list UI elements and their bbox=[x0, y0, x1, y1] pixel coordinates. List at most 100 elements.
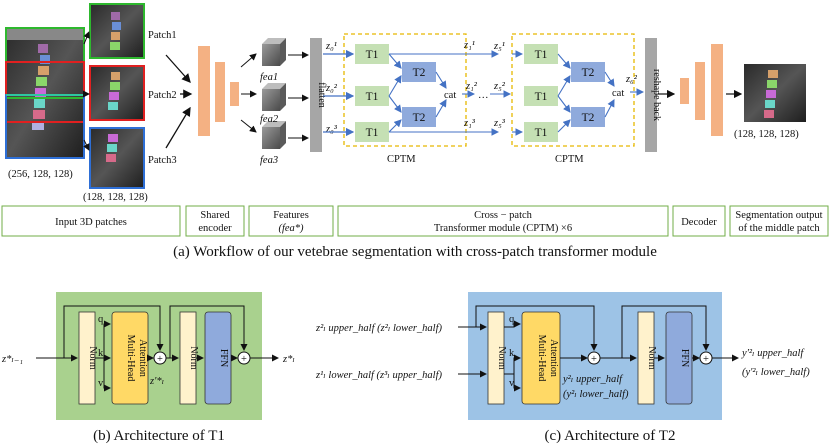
t2-input-top-label: z²ₗ upper_half (z²ₗ lower_half) bbox=[315, 323, 443, 334]
svg-text:Features: Features bbox=[273, 210, 309, 221]
svg-text:T2: T2 bbox=[413, 67, 426, 79]
cptm2-t1-a: T1 bbox=[524, 44, 558, 64]
z5-1-label: z₅¹ bbox=[493, 41, 505, 52]
t1-add-1: + bbox=[153, 351, 167, 365]
output-image bbox=[744, 64, 806, 122]
svg-text:Norm: Norm bbox=[496, 346, 507, 370]
cptm1-t2-a: T2 bbox=[402, 62, 436, 82]
svg-text:of the middle patch: of the middle patch bbox=[738, 223, 820, 234]
feature-cube-1 bbox=[262, 38, 286, 66]
stage-box-decoder: Decoder bbox=[672, 205, 726, 237]
t1-v-label: v bbox=[98, 378, 104, 389]
stage-box-segout: Segmentation output of the middle patch bbox=[729, 205, 829, 237]
patch-size-label: (128, 128, 128) bbox=[83, 192, 148, 203]
svg-text:Attention: Attention bbox=[137, 339, 148, 377]
cptm2-t2-b: T2 bbox=[571, 107, 605, 127]
stage-box-features: Features (fea*) bbox=[248, 205, 334, 237]
svg-text:T1: T1 bbox=[366, 49, 379, 61]
feature-label-2: fea2 bbox=[260, 114, 279, 125]
reshape-label: reshape back bbox=[651, 69, 662, 121]
svg-text:FFN: FFN bbox=[218, 349, 229, 367]
svg-text:Input 3D patches: Input 3D patches bbox=[55, 217, 127, 228]
cptm1-t2-b: T2 bbox=[402, 107, 436, 127]
cptm2-t1-c: T1 bbox=[524, 122, 558, 142]
feature-label-1: fea1 bbox=[260, 72, 278, 83]
t2-ffn: FFN bbox=[665, 311, 693, 405]
spine-input bbox=[32, 44, 50, 130]
patch2-label: Patch2 bbox=[148, 90, 177, 101]
feature-cube-3 bbox=[262, 121, 286, 149]
z1-2-label: z₁² bbox=[465, 81, 478, 92]
cptm1-t1-b: T1 bbox=[355, 86, 389, 106]
svg-text:T1: T1 bbox=[366, 127, 379, 139]
svg-text:T2: T2 bbox=[413, 112, 426, 124]
t2-k-label: k bbox=[509, 348, 515, 359]
cptm-1-frame bbox=[343, 33, 467, 147]
t1-input-label: z*ₗ₋₁ bbox=[1, 354, 23, 365]
patch2-image bbox=[89, 65, 145, 121]
t1-q-label: q bbox=[98, 314, 104, 325]
z0-2-label: z₀² bbox=[325, 83, 338, 94]
svg-text:Cross − patch: Cross − patch bbox=[474, 210, 533, 221]
stage-box-input: Input 3D patches bbox=[1, 205, 181, 237]
svg-text:Decoder: Decoder bbox=[681, 217, 717, 228]
svg-text:T2: T2 bbox=[582, 67, 595, 79]
shared-encoder bbox=[198, 46, 239, 136]
feature-cube-2 bbox=[262, 83, 286, 111]
svg-text:(fea*): (fea*) bbox=[278, 223, 304, 234]
svg-text:+: + bbox=[591, 354, 597, 365]
ellipsis: … bbox=[478, 90, 489, 101]
reshape-bar bbox=[645, 38, 657, 152]
t2-v-label: v bbox=[509, 378, 515, 389]
z6-label: z₆² bbox=[625, 74, 638, 85]
z5-2-label: z₅² bbox=[493, 81, 506, 92]
z1-3-label: z₁³ bbox=[463, 118, 476, 129]
svg-text:T1: T1 bbox=[366, 91, 379, 103]
caption-c: (c) Architecture of T2 bbox=[545, 428, 676, 444]
t2-out-line1: y'²ₗ upper_half bbox=[741, 348, 805, 359]
flatten-label: flatten bbox=[316, 82, 327, 108]
svg-text:Norm: Norm bbox=[188, 346, 199, 370]
cptm2-t1-b: T1 bbox=[524, 86, 558, 106]
t2-input-bottom-label: z¹ₗ lower_half (z³ₗ upper_half) bbox=[315, 370, 443, 381]
output-size-label: (128, 128, 128) bbox=[734, 129, 799, 140]
cptm1-t1-c: T1 bbox=[355, 122, 389, 142]
t2-mha: Multi-Head Attention bbox=[521, 311, 561, 405]
t1-k-label: k bbox=[98, 348, 104, 359]
t1-mid-label: z'*ₗ bbox=[149, 376, 164, 387]
svg-text:encoder: encoder bbox=[198, 223, 232, 234]
svg-text:Multi-Head: Multi-Head bbox=[125, 335, 136, 382]
input-size-label: (256, 128, 128) bbox=[8, 169, 73, 180]
stage-box-encoder: Shared encoder bbox=[185, 205, 245, 237]
z5-3-label: z₅³ bbox=[493, 118, 506, 129]
flatten-bar bbox=[310, 38, 322, 152]
svg-text:T2: T2 bbox=[582, 112, 595, 124]
cptm1-t1-a: T1 bbox=[355, 44, 389, 64]
t2-mid-line2: (y²ₗ lower_half) bbox=[563, 389, 629, 400]
caption-b: (b) Architecture of T1 bbox=[93, 428, 225, 444]
feature-label-3: fea3 bbox=[260, 155, 278, 166]
t1-ffn: FFN bbox=[204, 311, 232, 405]
t1-mha: Multi-Head Attention bbox=[111, 311, 149, 405]
svg-text:Norm: Norm bbox=[646, 346, 657, 370]
cptm-2-frame bbox=[511, 33, 635, 147]
svg-text:Attention: Attention bbox=[548, 339, 559, 377]
patch3-image bbox=[89, 127, 145, 189]
t2-q-label: q bbox=[509, 314, 515, 325]
svg-text:Shared: Shared bbox=[200, 210, 230, 221]
svg-text:Multi-Head: Multi-Head bbox=[536, 335, 547, 382]
t2-out-line2: (y'²ₗ lower_half) bbox=[742, 367, 810, 378]
t2-norm-2: Norm bbox=[637, 311, 657, 405]
patch1-image bbox=[89, 3, 145, 59]
svg-text:Segmentation output: Segmentation output bbox=[735, 210, 822, 221]
stage-box-cptm: Cross − patch Transformer module (CPTM) … bbox=[337, 205, 669, 237]
svg-text:FFN: FFN bbox=[679, 349, 690, 367]
cptm2-cat-label: cat bbox=[612, 88, 624, 99]
t1-norm-1: Norm bbox=[78, 311, 98, 405]
cptm2-t2-a: T2 bbox=[571, 62, 605, 82]
decoder bbox=[680, 44, 723, 136]
t2-norm-1: Norm bbox=[487, 311, 507, 405]
cptm-1-label: CPTM bbox=[387, 154, 416, 165]
